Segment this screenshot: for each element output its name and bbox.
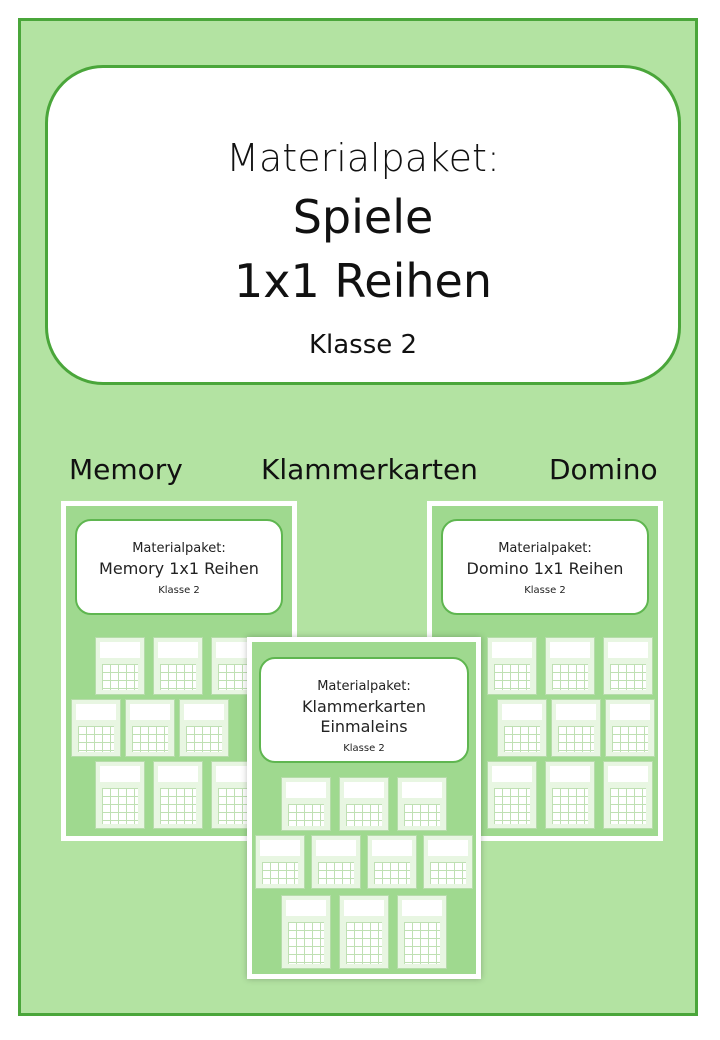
- klammerkarten-preview-line2b: Einmaleins: [320, 717, 408, 736]
- klammerkarten-preview-line2: Klammerkarten: [302, 697, 426, 716]
- memory-tile: [179, 699, 229, 757]
- title-card: Materialpaket: Spiele 1x1 Reihen Klasse …: [45, 65, 681, 385]
- domino-tile: [497, 699, 547, 757]
- domino-tile: [545, 761, 595, 829]
- memory-tile: [153, 637, 203, 695]
- domino-preview-card: Materialpaket: Domino 1x1 Reihen Klasse …: [441, 519, 649, 615]
- klammer-tile: [339, 777, 389, 831]
- label-memory: Memory: [69, 453, 183, 486]
- klammer-tile: [397, 777, 447, 831]
- domino-preview-line1: Materialpaket:: [498, 541, 592, 556]
- domino-tile: [605, 699, 655, 757]
- label-klammerkarten: Klammerkarten: [261, 453, 478, 486]
- memory-tile: [95, 761, 145, 829]
- klammer-tile: [281, 895, 331, 969]
- memory-preview-line3: Klasse 2: [158, 585, 200, 596]
- klammer-tile: [423, 835, 473, 889]
- memory-tile: [153, 761, 203, 829]
- domino-tile: [487, 761, 537, 829]
- klammerkarten-preview-card: Materialpaket: Klammerkarten Einmaleins …: [259, 657, 469, 763]
- klammer-tile: [367, 835, 417, 889]
- klammer-tile: [339, 895, 389, 969]
- klammerkarten-preview-line3: Klasse 2: [343, 743, 385, 754]
- domino-tile: [545, 637, 595, 695]
- label-domino: Domino: [549, 453, 658, 486]
- domino-tile: [487, 637, 537, 695]
- memory-preview-line2: Memory 1x1 Reihen: [99, 559, 259, 578]
- title-line-spiele: Spiele: [292, 190, 434, 244]
- klammer-tile: [311, 835, 361, 889]
- klammer-tile: [281, 777, 331, 831]
- klammerkarten-preview: Materialpaket: Klammerkarten Einmaleins …: [247, 637, 481, 979]
- memory-preview-line1: Materialpaket:: [132, 541, 226, 556]
- memory-tile: [71, 699, 121, 757]
- klammerkarten-preview-line1: Materialpaket:: [317, 679, 411, 694]
- klammer-tile: [397, 895, 447, 969]
- title-line-materialpaket: Materialpaket:: [226, 136, 500, 180]
- memory-preview-card: Materialpaket: Memory 1x1 Reihen Klasse …: [75, 519, 283, 615]
- domino-preview-line3: Klasse 2: [524, 585, 566, 596]
- cover-frame: Materialpaket: Spiele 1x1 Reihen Klasse …: [18, 18, 698, 1016]
- memory-tile: [95, 637, 145, 695]
- domino-tile: [603, 761, 653, 829]
- memory-tile: [125, 699, 175, 757]
- title-line-klasse: Klasse 2: [308, 330, 418, 360]
- domino-tile: [551, 699, 601, 757]
- domino-tile: [603, 637, 653, 695]
- klammer-tile: [255, 835, 305, 889]
- domino-preview-line2: Domino 1x1 Reihen: [466, 559, 624, 578]
- title-line-reihen: 1x1 Reihen: [234, 254, 492, 308]
